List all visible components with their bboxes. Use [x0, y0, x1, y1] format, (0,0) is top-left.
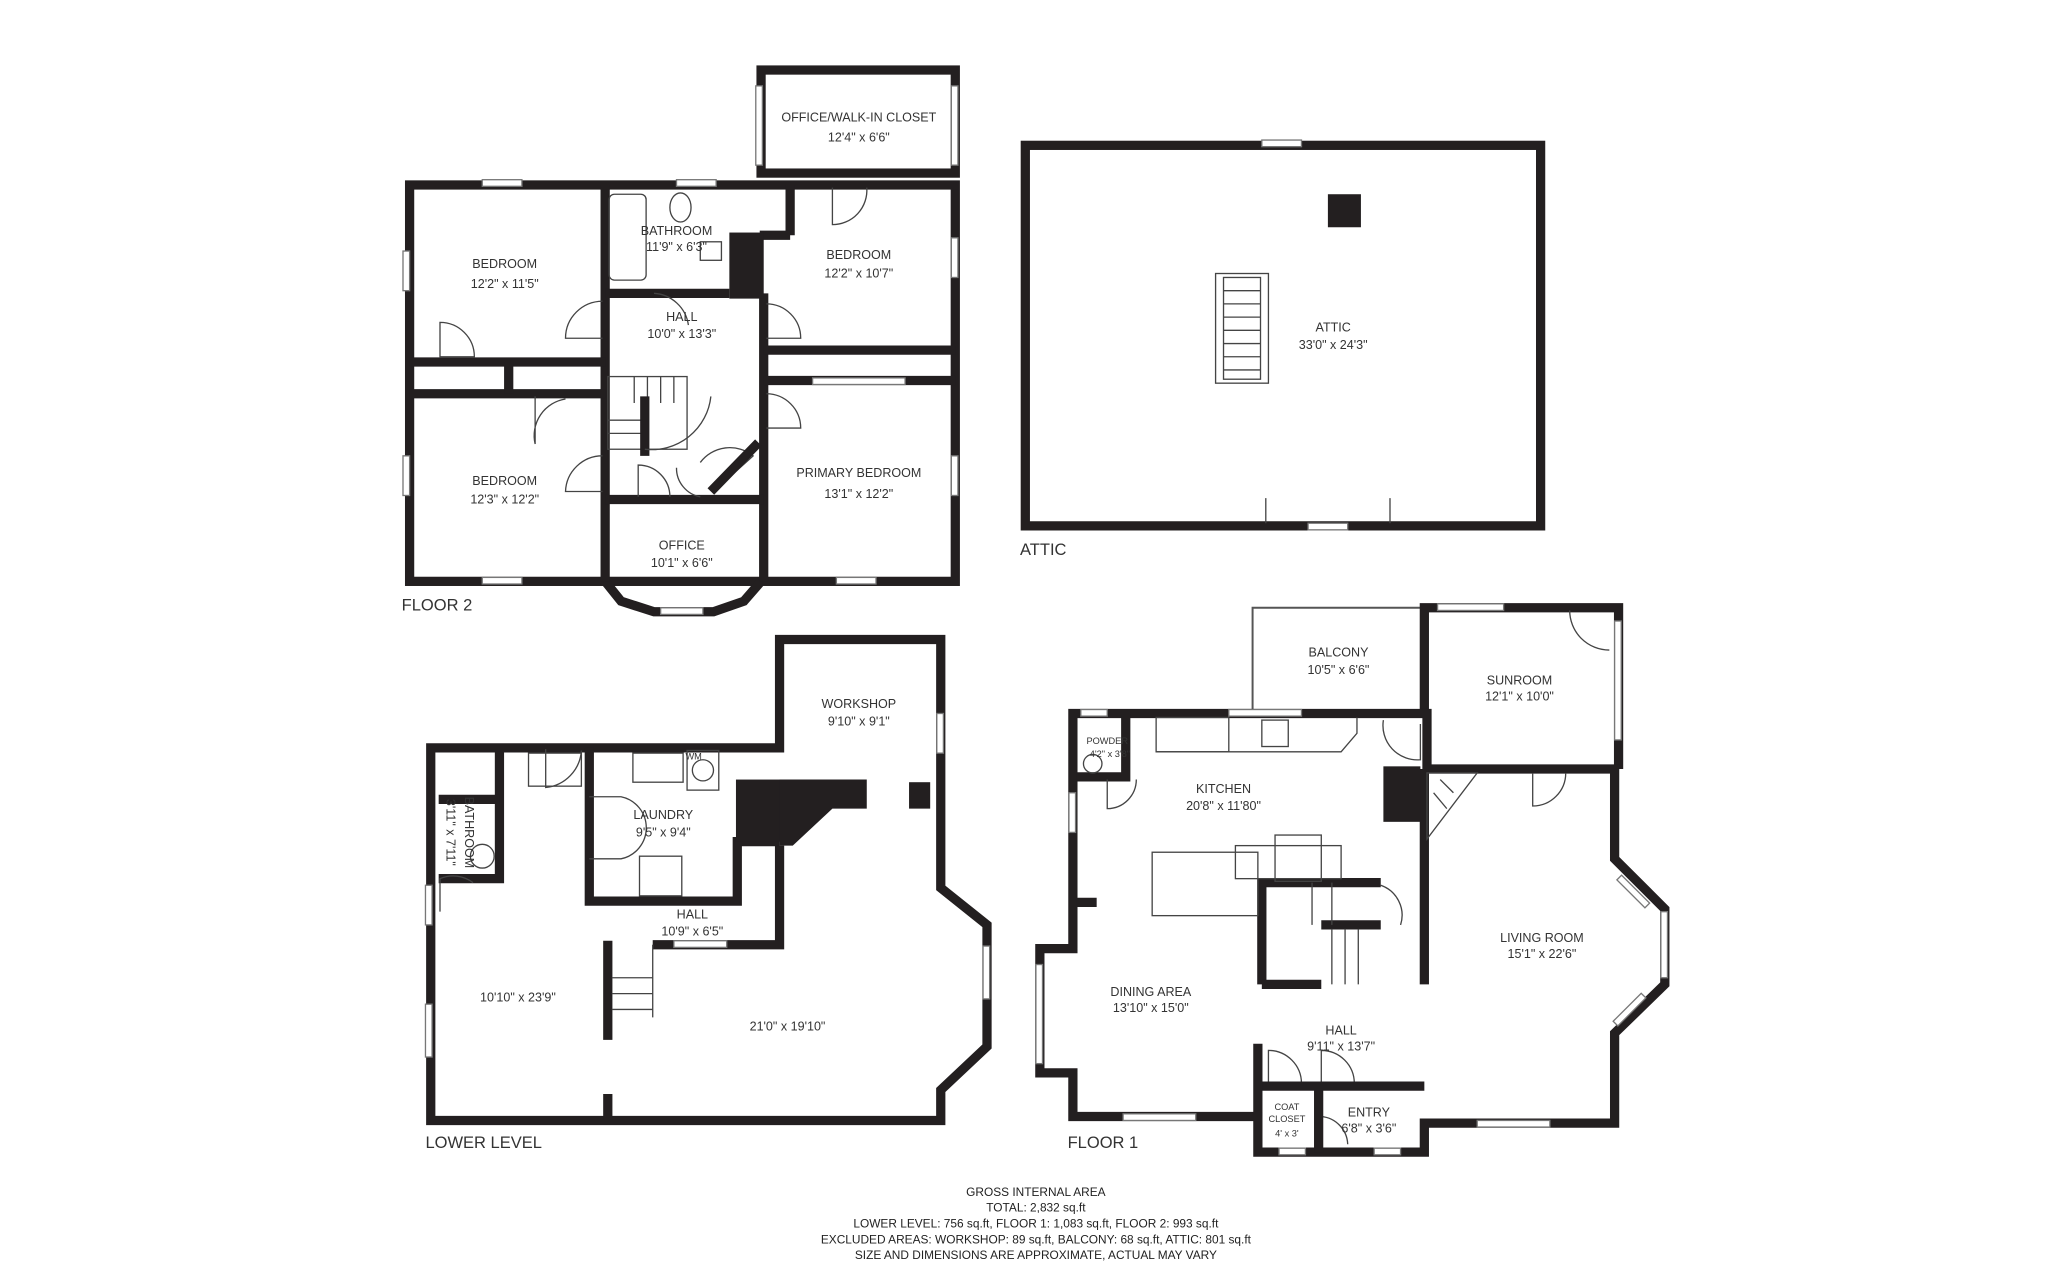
room-dimensions: 15'1" x 22'6"	[1508, 947, 1577, 961]
door-swings	[439, 187, 868, 498]
room-name-line2: CLOSET	[1268, 1114, 1305, 1124]
windows	[1035, 603, 1669, 1156]
room-name: ENTRY	[1348, 1105, 1391, 1119]
room-dimensions: 10'0" x 13'3"	[647, 327, 716, 341]
attic-stairs	[1214, 272, 1270, 384]
room-dimensions: 4'2" x 3'8"	[1090, 749, 1130, 759]
washer-icon	[686, 749, 720, 791]
room-dimensions: 21'0" x 19'10"	[750, 1020, 826, 1034]
area-excluded: EXCLUDED AREAS: WORKSHOP: 89 sq.ft, BALC…	[821, 1232, 1252, 1246]
area-disclaimer: SIZE AND DIMENSIONS ARE APPROXIMATE, ACT…	[855, 1248, 1217, 1262]
room-name: BEDROOM	[472, 257, 537, 271]
room-name: BATHROOM	[462, 797, 476, 869]
room-name: ATTIC	[1316, 321, 1351, 335]
room-dimensions: 10'1" x 6'6"	[651, 556, 713, 570]
chimney	[729, 232, 764, 299]
room-dimensions: 12'3" x 12'2"	[470, 492, 539, 506]
door-swings	[1106, 610, 1610, 1153]
room-dimensions: 6'8" x 3'6"	[1341, 1121, 1396, 1135]
floor-label: FLOOR 2	[402, 596, 473, 614]
area-total: TOTAL: 2,832 sq.ft	[986, 1201, 1086, 1215]
room-dimensions: 12'2" x 10'7"	[824, 266, 893, 280]
room-dimensions: 33'0" x 24'3"	[1299, 338, 1368, 352]
floor-label: ATTIC	[1020, 541, 1067, 559]
fireplace	[1426, 772, 1479, 841]
area-levels: LOWER LEVEL: 756 sq.ft, FLOOR 1: 1,083 s…	[853, 1216, 1219, 1230]
room-name: HALL	[1325, 1024, 1356, 1038]
room-name: PRIMARY BEDROOM	[796, 466, 921, 480]
stairs	[607, 375, 712, 456]
floor-label: LOWER LEVEL	[425, 1134, 541, 1152]
attic-plan: ATTIC 33'0" x 24'3" ATTIC	[1020, 139, 1546, 559]
room-name: BALCONY	[1308, 646, 1369, 660]
room-dimensions: 4' x 3'	[1275, 1128, 1299, 1138]
room-name: SUNROOM	[1487, 673, 1553, 687]
room-dimensions: 12'1" x 10'0"	[1485, 689, 1554, 703]
powder-sink-icon	[1082, 753, 1103, 774]
stove-icon	[1155, 716, 1230, 753]
room-dimensions: 10'9" x 6'5"	[661, 924, 723, 938]
room-name: DINING AREA	[1110, 985, 1192, 999]
sink-icon	[699, 241, 723, 261]
room-name: COAT	[1274, 1102, 1299, 1112]
room-name: BEDROOM	[472, 474, 537, 488]
room-dimensions: 3'11" x 7'11"	[444, 799, 458, 866]
window	[936, 712, 945, 754]
floor-2-plan: OFFICE/WALK-IN CLOSET 12'4" x 6'6" BEDRO…	[402, 65, 960, 617]
room-name: LIVING ROOM	[1500, 931, 1584, 945]
wall	[426, 634, 992, 1126]
sink-icon	[1261, 719, 1289, 748]
room-name: KITCHEN	[1196, 782, 1251, 796]
washer-label: WM	[685, 752, 701, 762]
chimney	[1327, 194, 1361, 228]
room-name: OFFICE	[659, 539, 705, 553]
window	[424, 1003, 433, 1058]
room-name: HALL	[677, 907, 708, 921]
room-dimensions: 9'11" x 13'7"	[1307, 1039, 1375, 1053]
area-summary: GROSS INTERNAL AREA TOTAL: 2,832 sq.ft L…	[821, 1185, 1252, 1262]
laundry-sink-icon	[632, 752, 684, 783]
lower-level-plan: WM WORKSHOP 9'10" x 9'1" LAUNDRY 9'5" x …	[424, 634, 992, 1152]
bathtub-icon	[608, 193, 647, 281]
window	[673, 940, 728, 949]
room-dimensions: 12'4" x 6'6"	[828, 130, 890, 144]
room-dimensions: 9'5" x 9'4"	[636, 825, 691, 839]
room-name: POWDER	[1086, 736, 1128, 746]
windows	[402, 85, 959, 616]
room-name: WORKSHOP	[822, 697, 897, 711]
fixtures	[439, 749, 720, 912]
room-dimensions: 10'10" x 23'9"	[480, 991, 556, 1005]
room-name: LAUNDRY	[633, 808, 693, 822]
wall	[1035, 708, 1670, 1157]
sink-icon	[469, 843, 495, 869]
room-name: BATHROOM	[641, 224, 713, 238]
floor-label: FLOOR 1	[1068, 1134, 1139, 1152]
room-dimensions: 11'9" x 6'3"	[646, 240, 707, 254]
room-name: BEDROOM	[826, 248, 891, 262]
stove-icon	[638, 855, 683, 897]
room-dimensions: 13'1" x 12'2"	[824, 487, 893, 501]
room-dimensions: 12'2" x 11'5"	[471, 277, 539, 291]
stairs	[527, 752, 654, 1018]
stairs-and-island	[1082, 716, 1403, 985]
window	[982, 945, 991, 1000]
window	[1307, 522, 1349, 531]
window	[424, 884, 433, 926]
wall	[1020, 140, 1546, 531]
floor-1-plan: BALCONY 10'5" x 6'6" SUNROOM 12'1" x 10'…	[1035, 603, 1670, 1157]
kitchen-island	[1151, 851, 1259, 917]
room-dimensions: 10'5" x 6'6"	[1308, 663, 1370, 677]
room-name: OFFICE/WALK-IN CLOSET	[781, 111, 936, 125]
window	[1261, 139, 1303, 148]
chimney	[1383, 766, 1421, 822]
area-title: GROSS INTERNAL AREA	[966, 1185, 1106, 1199]
toilet-icon	[669, 192, 692, 223]
room-dimensions: 9'10" x 9'1"	[828, 714, 890, 728]
room-dimensions: 20'8" x 11'80"	[1186, 799, 1261, 813]
room-dimensions: 13'10" x 15'0"	[1113, 1001, 1189, 1015]
room-name: HALL	[666, 310, 697, 324]
chimney	[735, 779, 787, 842]
